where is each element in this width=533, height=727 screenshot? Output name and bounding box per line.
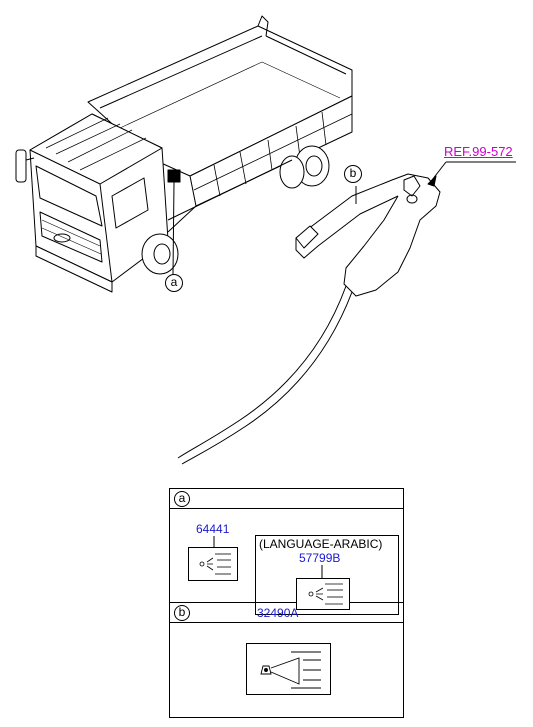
callout-b: b	[344, 165, 362, 183]
part-number-57799B[interactable]: 57799B	[299, 551, 341, 565]
leader-line	[321, 565, 323, 579]
section-a-letter: a	[174, 491, 190, 507]
warning-label-64441	[188, 547, 238, 581]
ref-99-572-link[interactable]: REF.99-572	[444, 144, 513, 159]
section-a-content: 64441 (LANGUAGE-ARABIC) 57799B	[170, 509, 403, 615]
language-note: (LANGUAGE-ARABIC)	[259, 537, 383, 551]
leader-line	[213, 536, 215, 548]
parts-legend-table: a 64441 (LANGUAGE-ARABIC) 57799B	[169, 488, 404, 718]
section-a-header: a	[170, 489, 403, 509]
warning-label-32490A	[246, 643, 331, 695]
dump-warning-icon	[308, 583, 343, 605]
dump-warning-icon	[199, 553, 231, 575]
parts-illustration	[15, 15, 516, 465]
dump-truck-illustration	[15, 15, 353, 293]
dump-lever-handle-illustration	[177, 161, 516, 465]
part-number-32490A[interactable]: 32490A	[257, 606, 299, 620]
dump-warning-icon	[260, 651, 321, 689]
part-number-64441[interactable]: 64441	[196, 522, 230, 536]
section-b-letter: b	[174, 605, 190, 621]
warning-label-57799B	[296, 578, 350, 610]
section-b-content	[170, 623, 403, 717]
section-b-header: b 32490A	[170, 603, 403, 623]
language-arabic-box: (LANGUAGE-ARABIC) 57799B	[255, 535, 399, 615]
callout-a: a	[165, 274, 183, 292]
